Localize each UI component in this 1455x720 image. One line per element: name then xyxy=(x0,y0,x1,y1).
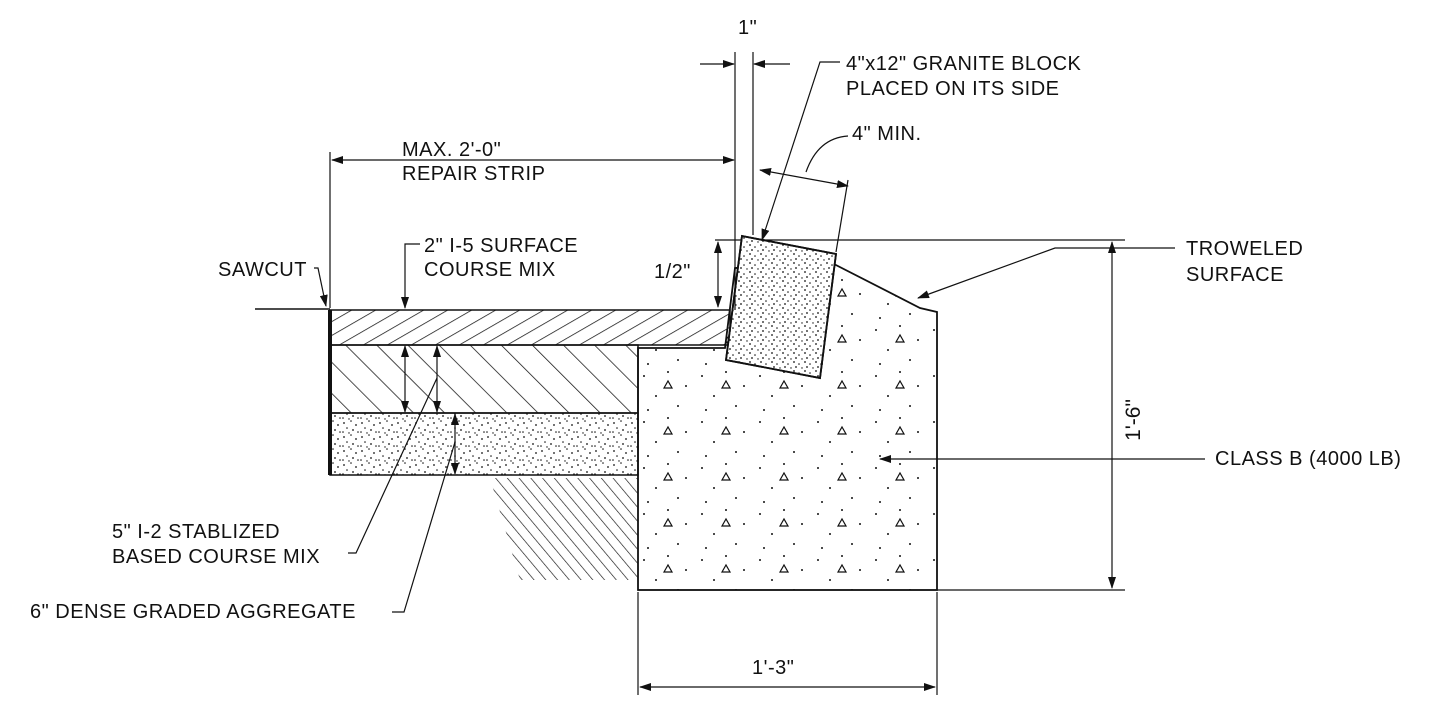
four-min-ext xyxy=(835,179,849,253)
surface-course-label-line2: COURSE MIX xyxy=(424,259,556,281)
surface-leader xyxy=(401,243,420,309)
aggregate-layer xyxy=(329,412,639,476)
repair-strip-label-line2: REPAIR STRIP xyxy=(402,163,546,185)
width-dim-label: 1'-3" xyxy=(752,657,795,679)
troweled-label-line2: SURFACE xyxy=(1186,264,1284,286)
class-b-label: CLASS B (4000 LB) xyxy=(1215,448,1402,470)
base-course-label-line1: 5" I-2 STABLIZED xyxy=(112,521,281,543)
four-min-leader xyxy=(805,135,849,173)
granite-block-stipple xyxy=(724,234,838,380)
base-course-label-line2: BASED COURSE MIX xyxy=(112,546,321,568)
aggregate-label: 6" DENSE GRADED AGGREGATE xyxy=(30,601,356,623)
height-dim-label: 1'-6" xyxy=(1122,399,1145,441)
base-course-layer xyxy=(329,344,639,414)
granite-label-line2: PLACED ON ITS SIDE xyxy=(846,78,1060,100)
four-min-dim xyxy=(759,168,849,188)
granite-leader xyxy=(761,61,840,241)
half-inch-label: 1/2" xyxy=(654,261,691,283)
surface-course-label-line1: 2" I-5 SURFACE xyxy=(424,235,579,257)
aggregate-leader xyxy=(392,441,456,613)
base-leader xyxy=(348,377,438,554)
granite-label-line1: 4"x12" GRANITE BLOCK xyxy=(846,53,1082,75)
earth-hatch xyxy=(490,478,638,580)
troweled-leader xyxy=(917,247,1175,299)
sawcut-leader xyxy=(314,267,328,307)
repair-strip-label-line1: MAX. 2'-0" xyxy=(402,139,502,161)
one-inch-label: 1" xyxy=(738,17,758,39)
four-min-label: 4" MIN. xyxy=(852,123,922,145)
surface-course-layer xyxy=(329,309,731,346)
troweled-label-line1: TROWELED xyxy=(1186,238,1304,260)
sawcut-label: SAWCUT xyxy=(218,259,307,281)
